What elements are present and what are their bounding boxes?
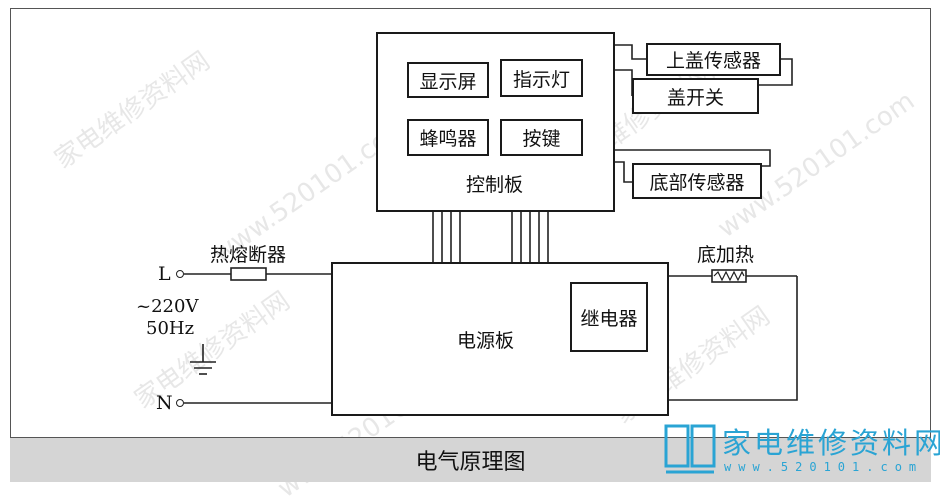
live-terminal-label: L <box>158 263 171 285</box>
site-logo: 家电维修资料网 www.520101.com <box>660 420 940 485</box>
keys-label: 按键 <box>522 128 561 150</box>
display-block: 显示屏 <box>407 62 489 98</box>
buzzer-block: 蜂鸣器 <box>407 119 489 156</box>
diagram-caption: 电气原理图 <box>10 437 931 482</box>
fuse-symbol <box>230 267 267 281</box>
live-terminal <box>176 270 184 278</box>
heater-symbol <box>711 269 747 283</box>
wire-bottom-sensor-return <box>614 161 632 183</box>
voltage-label: ~220V <box>136 296 199 317</box>
wire-lid-switch <box>614 69 633 96</box>
relay-label: 继电器 <box>580 307 638 330</box>
wire-lid-sensor <box>614 44 646 60</box>
indicator-label: 指示灯 <box>512 68 570 91</box>
frequency-label: 50Hz <box>146 318 195 339</box>
bottom-sensor-label: 底部传感器 <box>649 171 745 194</box>
heater-label: 底加热 <box>697 244 755 266</box>
lid-sensor-label: 上盖传感器 <box>665 50 761 72</box>
bottom-sensor-block: 底部传感器 <box>632 163 762 199</box>
wiring <box>184 44 798 404</box>
relay-block: 继电器 <box>570 282 648 352</box>
lid-switch-label: 盖开关 <box>666 86 724 109</box>
logo-title: 家电维修资料网 <box>722 426 940 460</box>
display-label: 显示屏 <box>419 70 477 93</box>
neutral-terminal <box>176 399 184 407</box>
logo-mark-icon <box>664 424 716 474</box>
logo-url: www.520101.com <box>724 460 924 474</box>
fuse-label: 热熔断器 <box>210 244 287 266</box>
power-board-label: 电源板 <box>457 330 515 352</box>
lid-switch-block: 盖开关 <box>632 78 759 114</box>
wire-lid-sensor-return <box>758 58 793 86</box>
buzzer-label: 蜂鸣器 <box>419 128 477 150</box>
wire-bottom-sensor <box>614 149 771 167</box>
indicator-block: 指示灯 <box>500 59 583 97</box>
neutral-terminal-label: N <box>156 392 173 414</box>
lid-sensor-block: 上盖传感器 <box>646 43 781 76</box>
keys-block: 按键 <box>500 119 583 156</box>
control-board-label: 控制板 <box>466 174 524 196</box>
caption-text: 电气原理图 <box>415 450 526 475</box>
